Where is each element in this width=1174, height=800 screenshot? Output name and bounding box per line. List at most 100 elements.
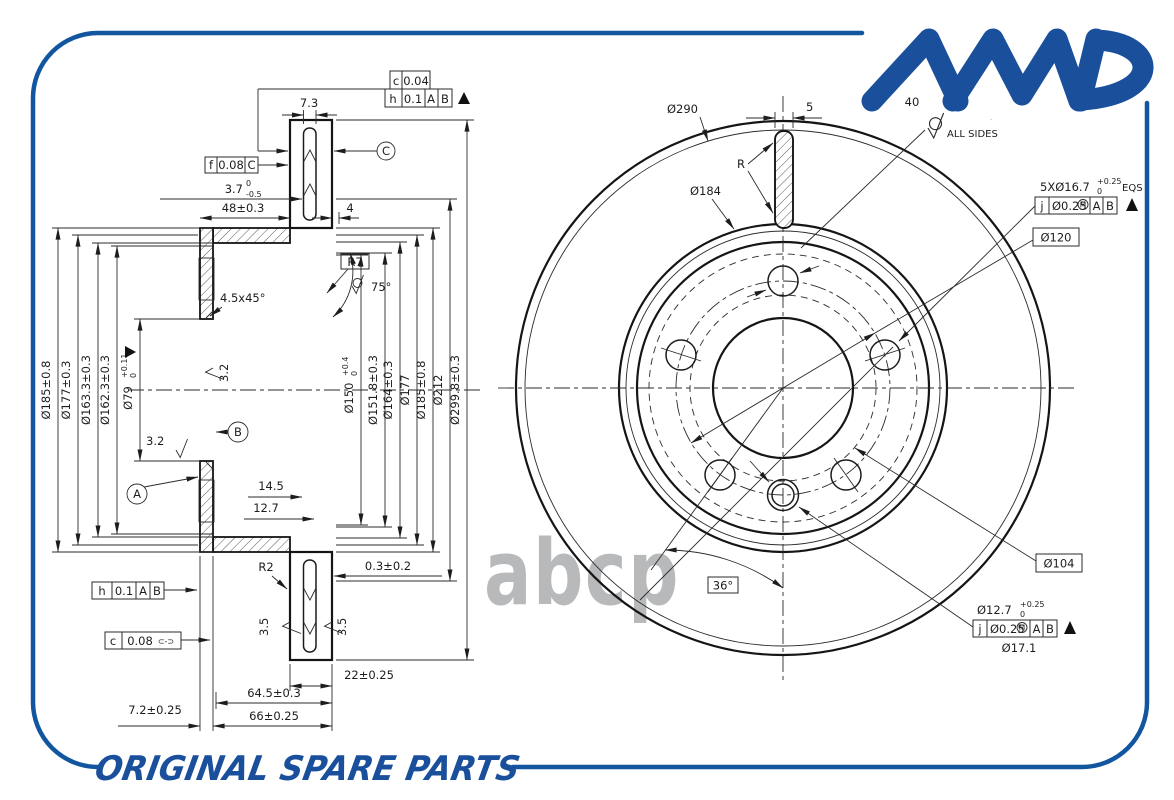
dim-d2998: Ø299.8±0.3 xyxy=(448,355,462,425)
section-leaders xyxy=(143,88,385,643)
dim-offset: 0.3±0.2 xyxy=(365,559,411,573)
frame-holes-datum-a: A xyxy=(1093,199,1101,213)
dim-hat-depth: 48±0.3 xyxy=(222,201,265,215)
datum-balloons: C B A xyxy=(126,141,396,505)
frame-pin-value: Ø0.25 xyxy=(990,622,1025,636)
dim-chamfer: 4.5x45° xyxy=(220,291,265,305)
frame-f-datum: C xyxy=(247,158,255,172)
dim-d163: Ø163.3±0.3 xyxy=(79,355,93,425)
dim-bore-sub: 0 xyxy=(129,373,138,378)
frame-holes-symbol: j xyxy=(1039,199,1043,213)
dim-d162: Ø162.3±0.3 xyxy=(98,355,112,425)
watermark: abcp xyxy=(484,521,680,626)
frame-pin-datum-b: B xyxy=(1046,622,1054,636)
frame-top-value-1: 0.04 xyxy=(403,74,429,88)
tolerance-frame-c: c 0.08 ⊂-⊃ xyxy=(104,631,182,650)
tolerance-frame-f: f 0.08 C xyxy=(204,156,259,174)
dim-hat-inner-main: Ø150 xyxy=(342,382,356,413)
logo-text: AMD xyxy=(990,118,993,121)
dim-r7-box xyxy=(340,253,370,270)
dim-flange-thickness: 7.2±0.25 xyxy=(128,703,182,717)
logo-letter-d xyxy=(1070,28,1154,112)
dim-hat-inner: Ø150 +0.4 0 xyxy=(341,357,359,414)
dim-slot-width: 7.3 xyxy=(300,96,318,110)
label-radius: R xyxy=(737,157,745,171)
tolerance-frame-h: h 0.1 A B xyxy=(91,581,165,600)
holes-spec-main: 5XØ16.7 xyxy=(1040,180,1090,194)
holes-spec-sub: 0 xyxy=(1097,187,1102,196)
dim-fillet: R2 xyxy=(258,560,273,574)
left-diameter-stack: Ø185±0.8 Ø177±0.3 Ø163.3±0.3 Ø162.3±0.3 … xyxy=(39,346,138,425)
dim-d185-left: Ø185±0.8 xyxy=(39,361,53,420)
dim-plate-sub: -0.5 xyxy=(246,190,262,199)
frame-top-value-2: 0.1 xyxy=(404,92,422,106)
dim-vane-angle: 75° xyxy=(371,280,391,294)
tolerance-frame-top: c 0.04 h 0.1 A B xyxy=(384,70,470,108)
frame-c-suffix: ⊂-⊃ xyxy=(158,637,174,646)
dim-width-total: 66±0.25 xyxy=(249,709,299,723)
frame-top-datum-b: B xyxy=(441,92,449,106)
tagline-group: ORIGINAL SPARE PARTS xyxy=(92,749,523,789)
frame-pin-symbol: j xyxy=(977,622,981,636)
tagline-text: ORIGINAL SPARE PARTS xyxy=(92,749,523,789)
front-view: Ø290 5 R 40 ALL SIDES Ø184 5XØ16.7 +0.25… xyxy=(498,95,1143,684)
frame-pin-modifier-m: M xyxy=(1019,624,1025,633)
roughness-symbols xyxy=(175,274,364,634)
roughness-left-value: 3.5 xyxy=(257,618,271,636)
dim-plate-thickness: 3.7 0 -0.5 xyxy=(225,179,262,199)
roughness-all-value: 40 xyxy=(905,95,920,109)
dim-d1518: Ø151.8±0.3 xyxy=(366,355,380,425)
dim-thickness: 22±0.25 xyxy=(344,668,394,682)
datum-a-label: A xyxy=(133,487,141,501)
frame-top-symbol-1: c xyxy=(393,74,399,88)
front-dimension-lines xyxy=(639,112,1037,628)
section-view: c 0.04 h 0.1 A B f 0.08 C h xyxy=(39,70,480,731)
holes-eqs-label: EQS xyxy=(1122,183,1143,194)
flag-triangle-icon xyxy=(125,346,136,358)
dim-plate-main: 3.7 xyxy=(225,182,243,196)
label-bcd: Ø120 xyxy=(1040,231,1071,245)
frame-f-symbol: f xyxy=(209,158,214,172)
logo-letter-a xyxy=(861,28,969,112)
dim-fin2: 12.7 xyxy=(253,501,279,515)
label-all-sides: ALL SIDES xyxy=(947,129,998,140)
pin-callout: Ø12.7 +0.25 0 j Ø0.25 M A B Ø17.1 xyxy=(972,600,1076,655)
logo-letter-m xyxy=(942,28,1090,112)
dim-d164: Ø164±0.3 xyxy=(381,361,395,420)
flag-triangle-icon xyxy=(1126,198,1138,211)
flag-triangle-icon xyxy=(458,92,470,104)
frame-holes-datum-b: B xyxy=(1106,199,1114,213)
frame-holes-modifier-m: M xyxy=(1080,201,1086,210)
dim-d212: Ø212 xyxy=(431,374,445,405)
dim-bore-sup: +0.11 xyxy=(120,353,129,378)
label-slot-width: 5 xyxy=(806,100,813,114)
bolt-holes-callout: 5XØ16.7 +0.25 0 EQS j Ø0.25 M A B xyxy=(1034,177,1143,215)
label-ring-inner: Ø184 xyxy=(690,184,721,198)
vent-slot-detail xyxy=(774,130,794,229)
label-pin-outer: Ø17.1 xyxy=(1002,641,1037,655)
dim-d177-left: Ø177±0.3 xyxy=(59,361,73,420)
section-dimension-lines xyxy=(55,112,470,729)
dim-width-inner: 64.5±0.3 xyxy=(247,686,301,700)
roughness-right-value: 3.5 xyxy=(335,618,349,636)
roughness-all-sides: 40 ALL SIDES xyxy=(905,95,998,140)
bolt-holes xyxy=(660,265,906,493)
frame-h-datum-b: B xyxy=(153,584,161,598)
dim-plate-sup: 0 xyxy=(246,179,251,188)
frame-h-datum-a: A xyxy=(139,584,147,598)
frame-f-value: 0.08 xyxy=(218,158,244,172)
frame-pin-datum-a: A xyxy=(1033,622,1041,636)
hub-ring-box xyxy=(1035,553,1083,573)
amd-logo xyxy=(861,28,1154,112)
frame-c-value: 0.08 xyxy=(127,634,153,648)
pin-spec-sup: +0.25 xyxy=(1020,600,1045,609)
dim-hat-inner-sup: +0.4 xyxy=(341,357,350,376)
label-hub-ring: Ø104 xyxy=(1043,557,1074,571)
holes-spec-sup: +0.25 xyxy=(1097,177,1122,186)
datum-c-label: C xyxy=(382,144,390,158)
flag-triangle-icon xyxy=(1064,621,1076,634)
dim-d177-right: Ø177 xyxy=(398,374,412,405)
section-extension-lines xyxy=(52,110,474,731)
pin-hole xyxy=(766,478,800,512)
